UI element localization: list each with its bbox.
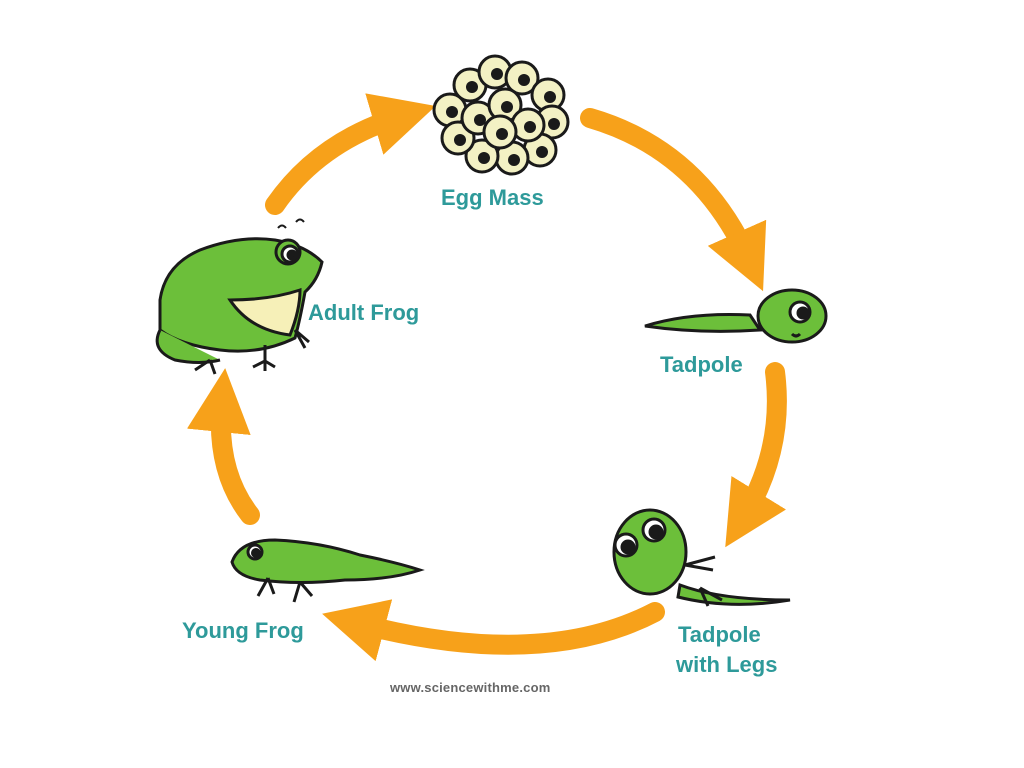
egg-mass-icon <box>432 54 570 176</box>
arrow-legs-to-young <box>322 599 665 662</box>
label-young-frog: Young Frog <box>182 618 304 643</box>
tadpole-with-legs-icon <box>612 508 791 607</box>
footer-url: www.sciencewithme.com <box>390 680 551 695</box>
arrow-tadpole-to-legs <box>725 362 787 548</box>
label-adult-frog: Adult Frog <box>308 300 420 325</box>
cycle-arrows <box>186 93 787 662</box>
label-tadpole-with-legs-1: Tadpole <box>678 622 761 647</box>
label-egg-mass: Egg Mass <box>441 185 544 210</box>
young-frog-icon <box>230 538 425 603</box>
arrow-adult-to-egg <box>265 93 436 215</box>
adult-frog-icon <box>155 218 324 375</box>
arrow-egg-to-tadpole <box>580 108 767 292</box>
label-tadpole-with-legs-2: with Legs <box>676 652 778 677</box>
label-tadpole: Tadpole <box>660 352 743 377</box>
tadpole-icon <box>644 288 828 344</box>
arrow-young-to-adult <box>186 368 260 525</box>
